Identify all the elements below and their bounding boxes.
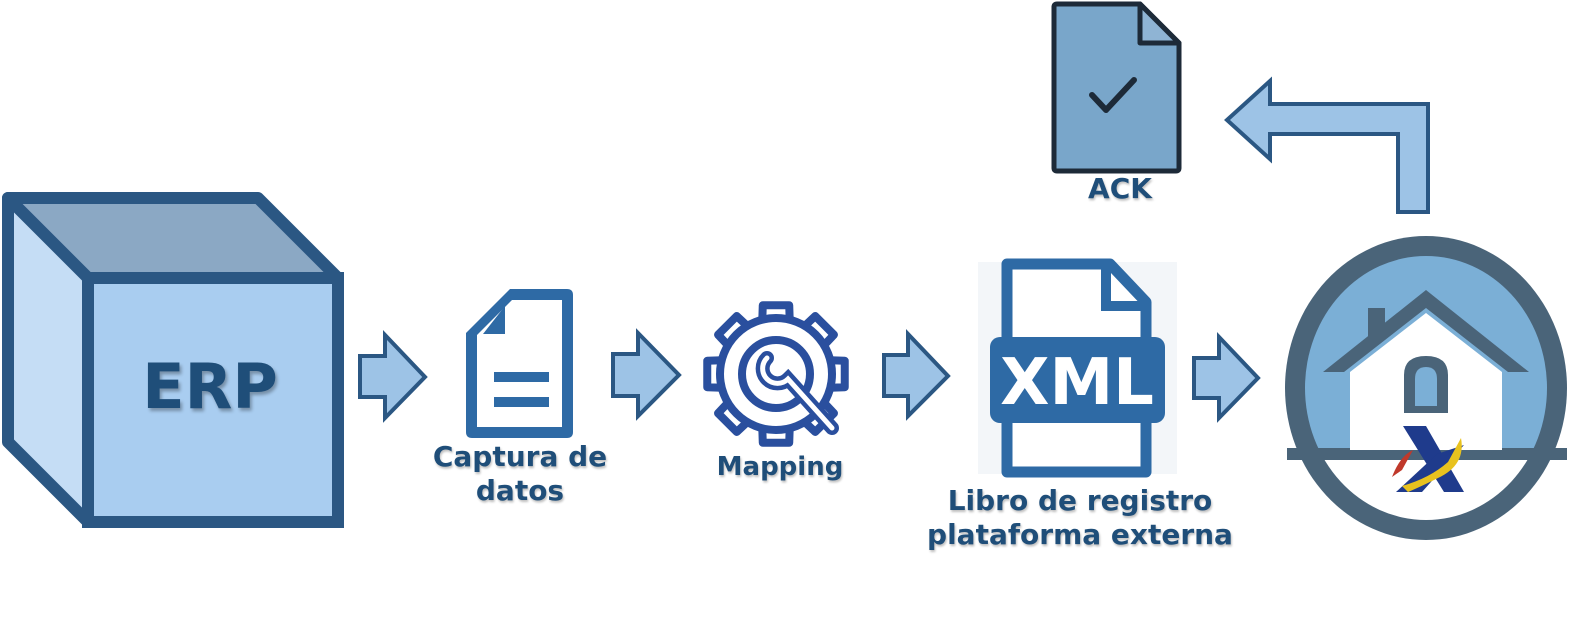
captura-label: Captura de datos [400, 440, 640, 508]
libro-label-line1: Libro de registro [947, 484, 1213, 517]
erp-cube-icon [2, 192, 344, 528]
flow-arrow-icon [611, 328, 682, 421]
erp-label: ERP [142, 350, 278, 423]
flow-arrow-icon [1192, 331, 1261, 423]
xml-badge-text: XML [1000, 346, 1154, 420]
flow-arrow-icon [882, 329, 951, 421]
libro-label-line2: plataforma externa [927, 518, 1233, 552]
flow-arrow-icon [358, 330, 428, 423]
tax-agency-logo-icon [1285, 236, 1567, 540]
captura-label-line2: datos [475, 474, 565, 508]
checkmark-icon [1089, 77, 1137, 113]
xml-file-icon: XML [978, 258, 1177, 478]
document-icon [466, 289, 573, 438]
gear-wrench-icon [703, 301, 849, 447]
captura-label-line1: Captura de [432, 440, 608, 473]
libro-label: Libro de registro plataforma externa [900, 484, 1260, 552]
mapping-label: Mapping [716, 452, 844, 482]
return-arrow-icon [1224, 76, 1430, 214]
ack-document-icon [1051, 1, 1182, 174]
ack-label: ACK [1088, 172, 1152, 205]
